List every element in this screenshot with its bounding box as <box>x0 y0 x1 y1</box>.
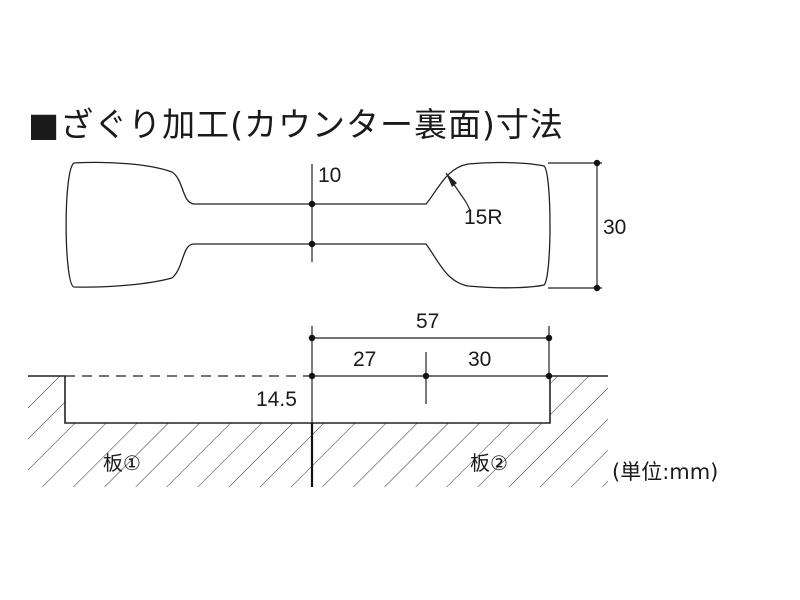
radius-label: 15R <box>464 206 503 229</box>
dim-point <box>422 372 430 380</box>
dim-point <box>308 334 316 342</box>
radius-arrowhead <box>446 173 457 187</box>
page-title: ■ざぐり加工(カウンター裏面)寸法 <box>28 105 564 144</box>
right-length-label: 30 <box>468 348 491 371</box>
dim-point <box>593 159 601 167</box>
unit-label: (単位:mm) <box>612 460 718 484</box>
radius-leader-tail <box>465 201 471 211</box>
dim-point <box>308 200 316 208</box>
total-length-label: 57 <box>416 310 439 333</box>
dim-point <box>545 334 553 342</box>
section-outline <box>28 375 608 424</box>
plan-view-outline <box>65 161 551 289</box>
dim-point <box>593 284 601 292</box>
height-label: 30 <box>603 216 626 239</box>
board-2-label: 板② <box>470 451 508 475</box>
left-length-label: 27 <box>353 348 376 371</box>
dim-point <box>308 240 316 248</box>
dim-point <box>545 372 553 380</box>
board-1-label: 板① <box>103 451 141 475</box>
dim-point <box>308 372 316 380</box>
depth-label: 14.5 <box>256 388 297 411</box>
slot-width-label: 10 <box>318 164 341 187</box>
